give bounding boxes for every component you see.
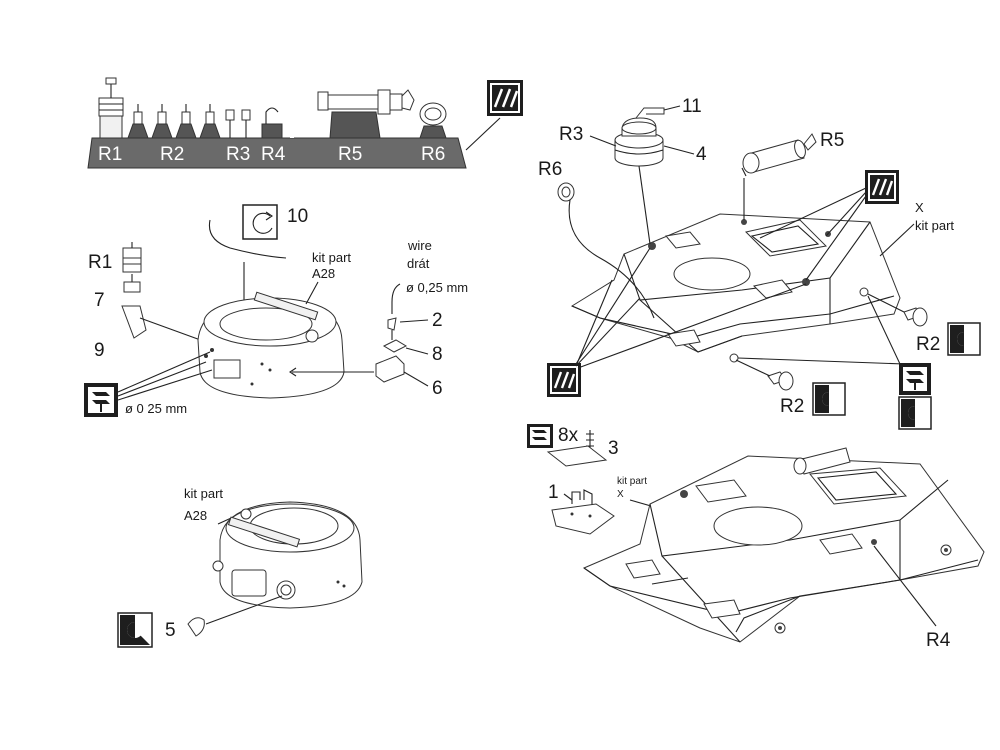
hull-bottom-group: 8x 3 1 kit part X [527, 424, 985, 651]
part-8 [382, 339, 408, 353]
kit-part-label-2: kit part [184, 486, 223, 501]
hull-label-11: 11 [682, 96, 702, 117]
periscope-part [122, 242, 142, 273]
hull-upper [570, 213, 901, 363]
sprue-label-r6: R6 [421, 144, 445, 165]
sprue-label-r2: R2 [160, 144, 184, 165]
hull-top-group: R3 11 4 R5 R6 [538, 96, 981, 430]
hull-part-r2-a [903, 307, 928, 327]
kit-part-label-3: kit part [617, 476, 647, 487]
wire-label: wire [407, 238, 432, 253]
wire-size: ø 0,25 mm [406, 280, 468, 295]
hull-lower [582, 447, 985, 643]
hull-label-r3: R3 [559, 124, 583, 145]
part-label-7: 7 [94, 290, 105, 311]
paint-stripes-icon-3 [547, 363, 581, 397]
hull-x-kitpart: kit part [915, 218, 954, 233]
sprue-label-r4: R4 [261, 144, 286, 165]
rivet-count: 8x [558, 425, 579, 446]
turret-finished [212, 501, 363, 609]
sprue-label-r3: R3 [226, 144, 250, 165]
hull-part-r2-b [767, 371, 794, 391]
drill-icon-2 [899, 363, 931, 395]
sprue-label-r1: R1 [98, 144, 122, 165]
part-1-bracket [551, 489, 615, 535]
kit-part-label: kit part [312, 250, 351, 265]
turret-body [197, 291, 345, 399]
sprue-part-r5 [290, 89, 415, 139]
part-6 [375, 355, 405, 383]
part-5 [187, 617, 205, 637]
drill-icon-3 [527, 424, 553, 448]
part-2 [387, 317, 397, 331]
hull-label-r2-b: R2 [780, 396, 804, 417]
part-label-2: 2 [432, 310, 443, 331]
turret-final-group: kit part A28 5 [117, 486, 363, 648]
part-label-1: 1 [548, 482, 559, 503]
part-label-6: 6 [432, 378, 443, 399]
sprue-part-r6 [419, 102, 447, 139]
kit-part-number-2: A28 [184, 508, 207, 523]
rotate-arrow-icon [242, 204, 278, 240]
wire-part [391, 283, 401, 314]
sprue-part-r3 [225, 109, 251, 138]
part-label-r1: R1 [88, 252, 112, 273]
drill-icon [84, 383, 118, 417]
part-3-rivets [546, 430, 608, 467]
part-7-plate [123, 281, 141, 293]
sprue-part-r4 [261, 107, 283, 139]
hull-part-r6 [557, 182, 575, 202]
part-label-3: 3 [608, 438, 619, 459]
paint-halfblack-icon-4 [898, 396, 932, 430]
sprue-group: R1 R2 R3 R4 R5 R6 [87, 77, 523, 169]
sprue-label-r5: R5 [338, 144, 362, 165]
hull-label-4: 4 [696, 144, 707, 165]
hull-part-r3-stack [614, 107, 665, 167]
paint-halfblack-icon [117, 612, 153, 648]
paint-stripes-icon [487, 80, 523, 116]
hull-label-r4: R4 [926, 630, 951, 651]
hull-label-r2-a: R2 [916, 334, 940, 355]
hull-label-r5: R5 [820, 130, 844, 151]
part-9-bracket [121, 305, 147, 339]
sprue-part-r1 [98, 77, 124, 139]
hull-part-r5 [741, 133, 817, 177]
part-label-8: 8 [432, 344, 443, 365]
paint-halfblack-icon-2 [947, 322, 981, 356]
paint-stripes-icon-2 [865, 170, 899, 204]
turret-step-group: 10 R1 7 9 kit part A28 [84, 204, 468, 417]
drill-size: ø 0 25 mm [125, 401, 187, 416]
sprue-bar [87, 137, 467, 169]
kit-part-x: X [617, 489, 624, 500]
part-label-5: 5 [165, 620, 176, 641]
etch-strip [208, 219, 287, 259]
wire-label-cz: drát [407, 256, 430, 271]
hull-x-label: X [915, 200, 924, 215]
hull-label-r6: R6 [538, 159, 562, 180]
sprue-part-r2 [127, 104, 221, 139]
part-label-9: 9 [94, 340, 105, 361]
kit-part-number: A28 [312, 266, 335, 281]
leader-line [465, 117, 501, 151]
rotate-step-number: 10 [287, 206, 308, 227]
paint-halfblack-icon-3 [812, 382, 846, 416]
